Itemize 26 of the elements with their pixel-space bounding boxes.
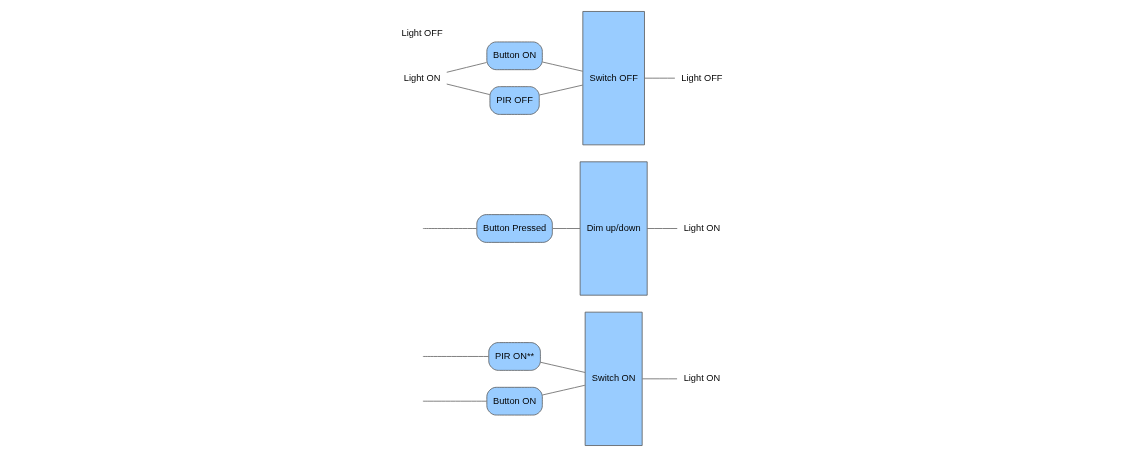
node-box: Button Pressed	[475, 214, 553, 243]
label: Light OFF	[401, 27, 443, 38]
connector	[646, 228, 678, 229]
node-box: Switch ON	[584, 311, 643, 446]
node-box: PIR OFF	[489, 86, 540, 115]
node-box: Button ON	[485, 41, 543, 71]
connector	[643, 77, 675, 79]
connector	[421, 228, 477, 229]
node-box: Dim up/down	[579, 161, 648, 296]
node-text: Light ON	[403, 72, 440, 83]
connector	[641, 378, 678, 380]
node-box: PIR ON**	[487, 342, 541, 371]
node-text: Light ON	[683, 222, 720, 233]
node-text: Light ON	[683, 373, 720, 384]
connector	[541, 384, 585, 396]
connector	[421, 356, 489, 357]
node-box: Switch OFF	[581, 11, 645, 146]
connector	[421, 400, 487, 402]
connector	[541, 61, 583, 72]
connector	[445, 62, 487, 73]
connector	[539, 361, 586, 373]
connector	[445, 83, 490, 96]
node-box: Button ON	[485, 386, 543, 416]
connector	[538, 84, 583, 96]
node-text: Light OFF	[680, 72, 722, 83]
connector	[551, 228, 580, 229]
